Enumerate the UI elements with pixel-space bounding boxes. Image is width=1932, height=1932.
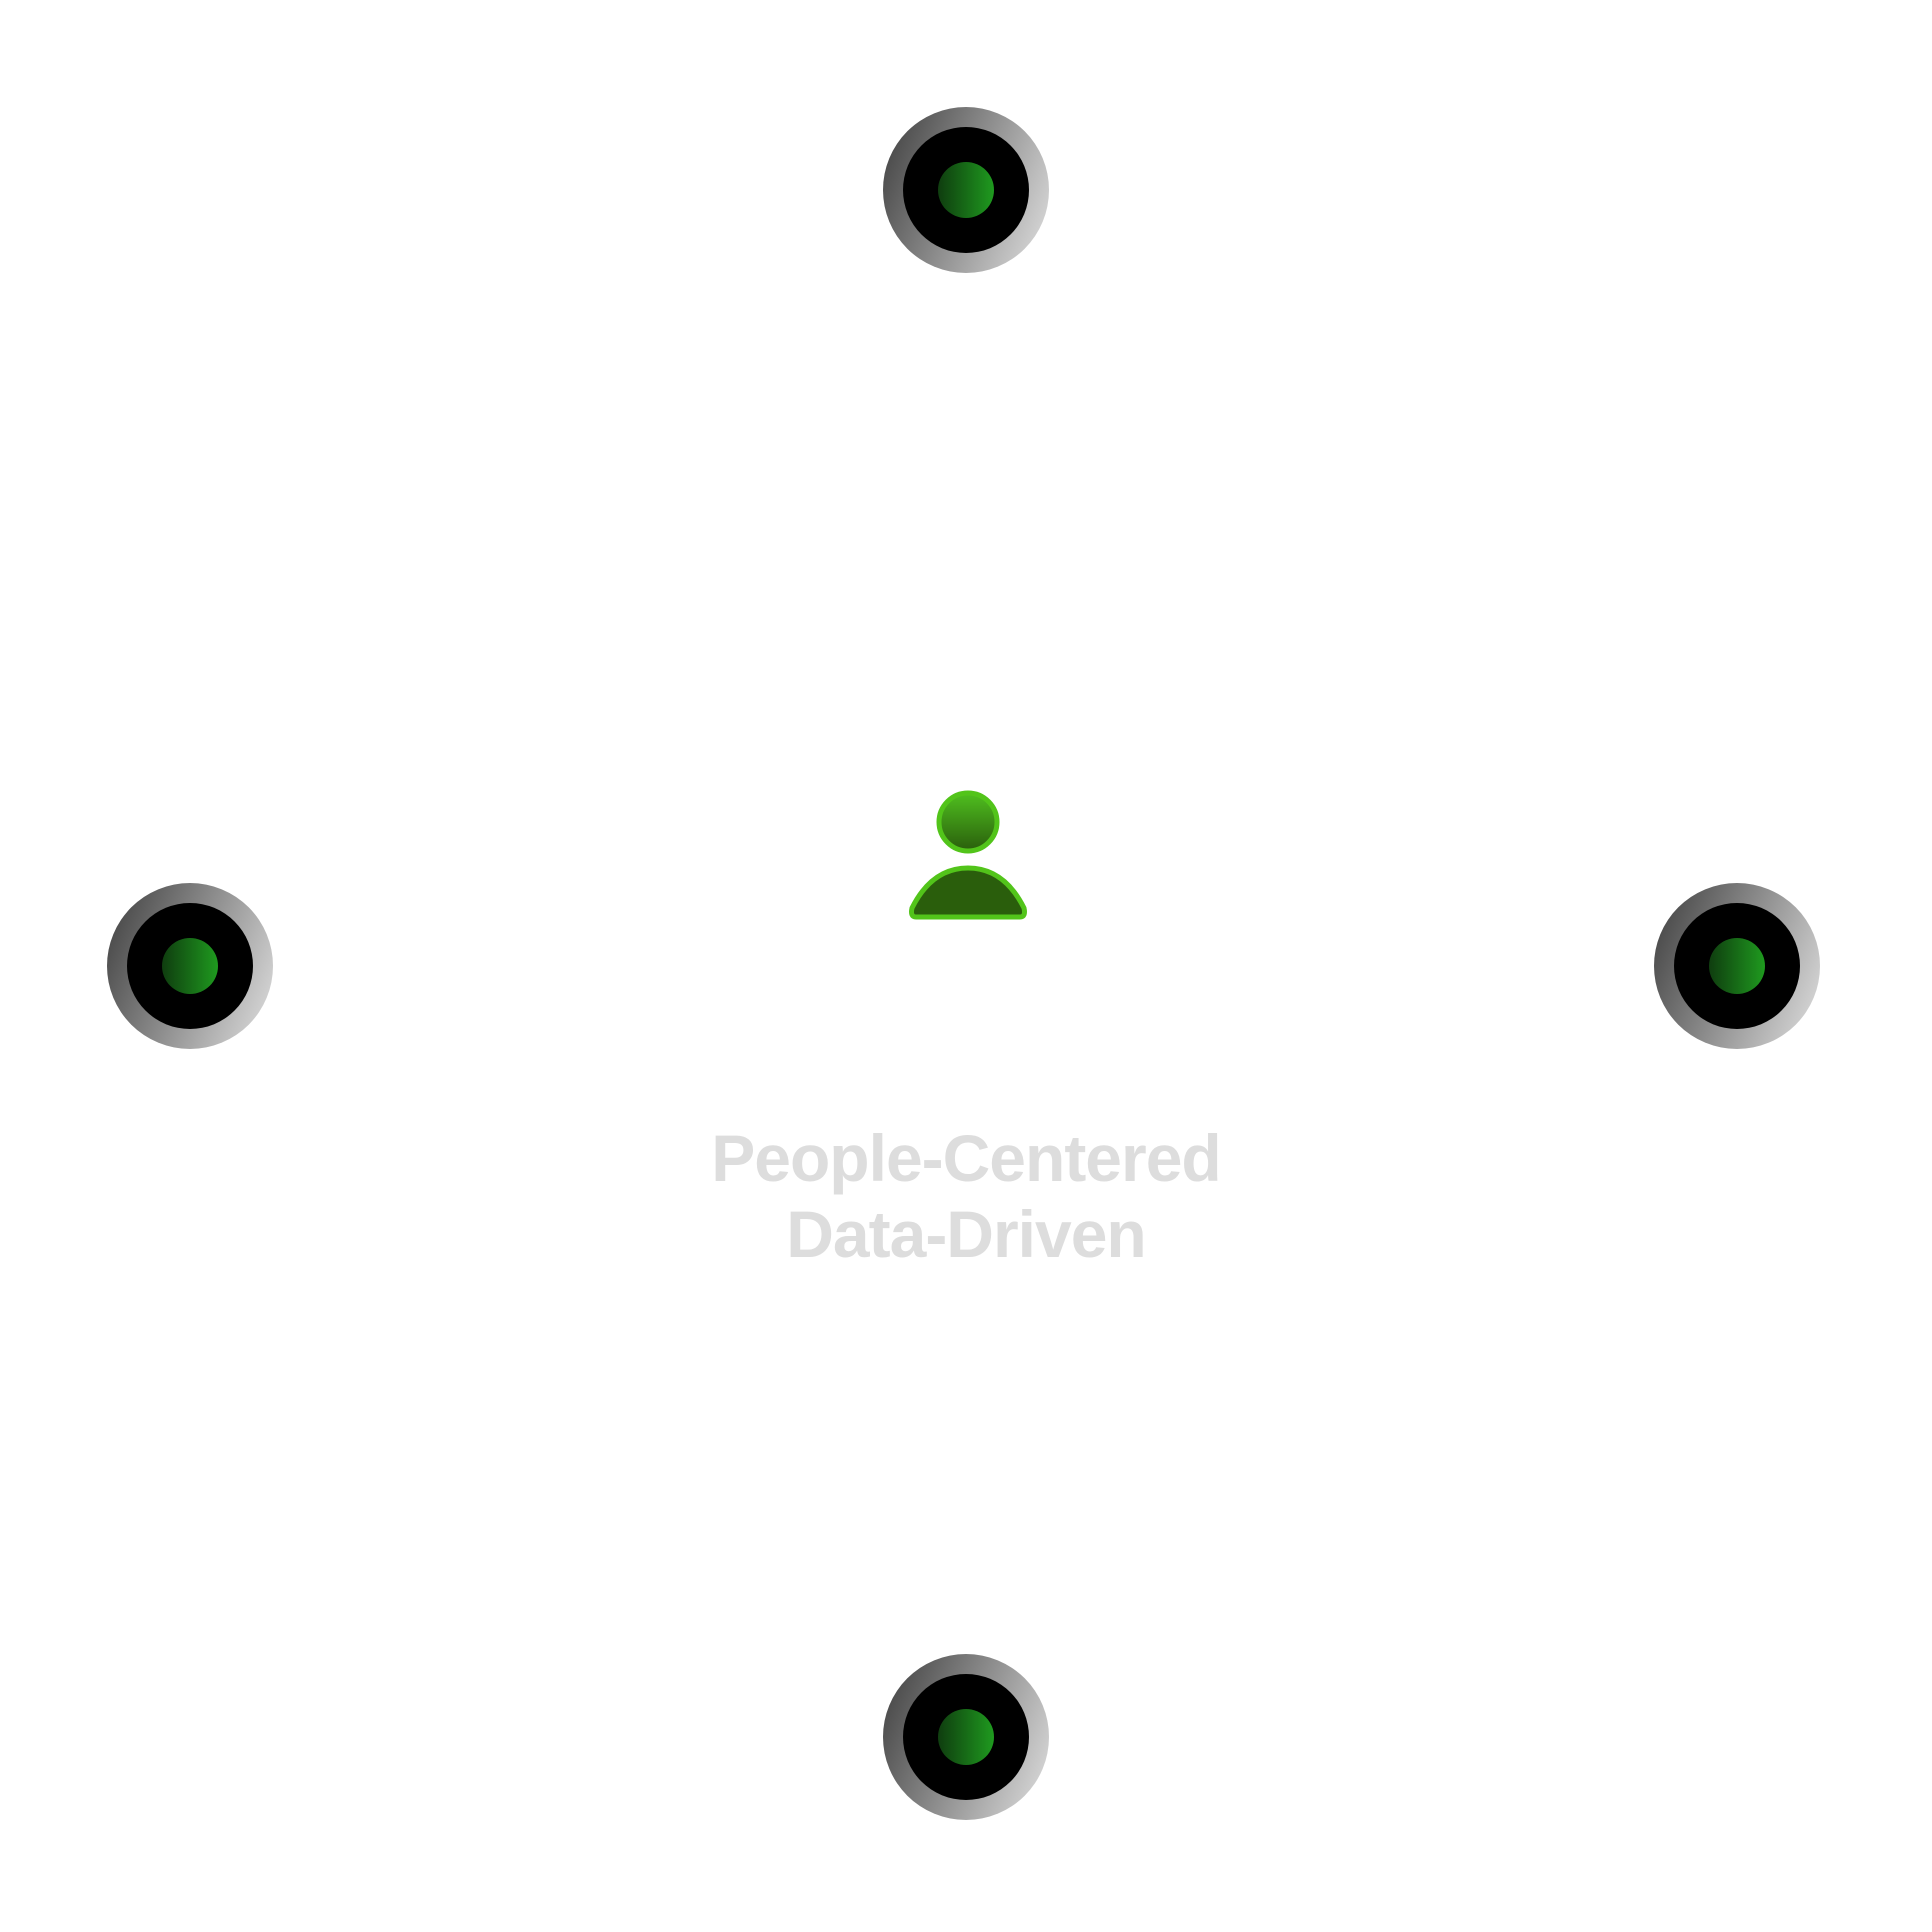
caption: People-Centered Data-Driven xyxy=(0,1120,1932,1272)
node-core-icon xyxy=(938,162,994,218)
caption-line-2: Data-Driven xyxy=(786,1197,1146,1271)
node-top xyxy=(883,107,1049,273)
node-left xyxy=(107,883,273,1049)
node-core-icon xyxy=(938,1709,994,1765)
node-bottom xyxy=(883,1654,1049,1820)
node-core-icon xyxy=(1709,938,1765,994)
caption-line-1: People-Centered xyxy=(711,1121,1221,1195)
node-right xyxy=(1654,883,1820,1049)
person-icon xyxy=(909,790,1027,920)
node-core-icon xyxy=(162,938,218,994)
